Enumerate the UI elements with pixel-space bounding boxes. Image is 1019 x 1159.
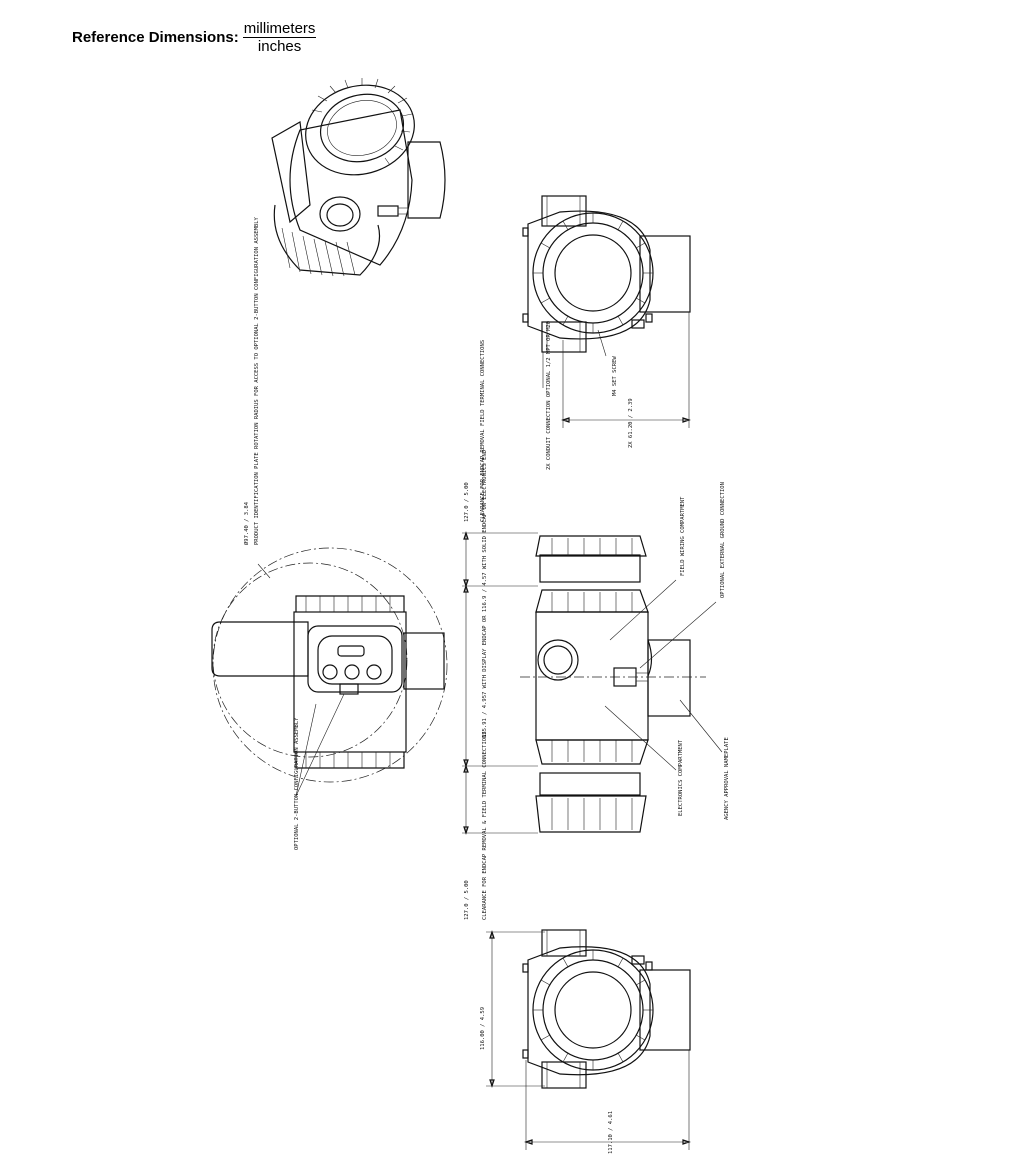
front-view (211, 547, 448, 797)
isometric-view (271, 78, 446, 277)
note-housing-dim: 125.91 / 4.957 WITH DISPLAY ENDCAP OR 11… (482, 450, 488, 738)
note-clearance-bottom: CLEARANCE FOR ENDCAP REMOVAL & FIELD TER… (482, 731, 488, 920)
units-inches: inches (257, 38, 302, 55)
side-view (462, 531, 723, 835)
note-id-plate-dim: Ø97.40 / 3.84 (243, 501, 250, 545)
note-ground: OPTIONAL EXTERNAL GROUND CONNECTION (720, 482, 726, 598)
note-clearance-bottom-dim: 127.0 / 5.00 (464, 880, 470, 920)
top-end-view (522, 195, 691, 428)
note-electronics: ELECTRONICS COMPARTMENT (678, 739, 684, 816)
note-conduit: 2X CONDUIT CONNECTION OPTIONAL 1/2 NPT O… (546, 321, 552, 470)
note-dim-2x: 2X 61.20 / 2.39 (628, 398, 634, 448)
note-set-screw: M4 SET SCREW (612, 356, 618, 396)
reference-dimensions-header: Reference Dimensions: millimeters inches (72, 20, 317, 55)
units-fraction: millimeters inches (242, 20, 317, 55)
note-clearance-top-dim: 127.0 / 5.00 (464, 482, 470, 522)
note-field-wiring: FIELD WIRING COMPARTMENT (680, 496, 686, 576)
note-id-plate: PRODUCT IDENTIFICATION PLATE ROTATION RA… (254, 216, 260, 545)
reference-dimensions-label: Reference Dimensions: (72, 29, 239, 46)
note-agency: AGENCY APPROVAL NAMEPLATE (724, 737, 730, 820)
note-dim-width: 116.00 / 4.59 (480, 1007, 486, 1050)
drawing-notes: Ø97.40 / 3.84 PRODUCT IDENTIFICATION PLA… (243, 216, 730, 1154)
note-config-assembly: OPTIONAL 2-BUTTON CONFIGURATION ASSEMBLY (294, 717, 300, 850)
note-dim-depth: 117.10 / 4.61 (608, 1111, 614, 1154)
bottom-end-view (486, 929, 691, 1150)
note-clearance-top: CLEARANCE FOR ENDCAP REMOVAL FIELD TERMI… (480, 340, 486, 522)
units-millimeters: millimeters (242, 20, 317, 38)
